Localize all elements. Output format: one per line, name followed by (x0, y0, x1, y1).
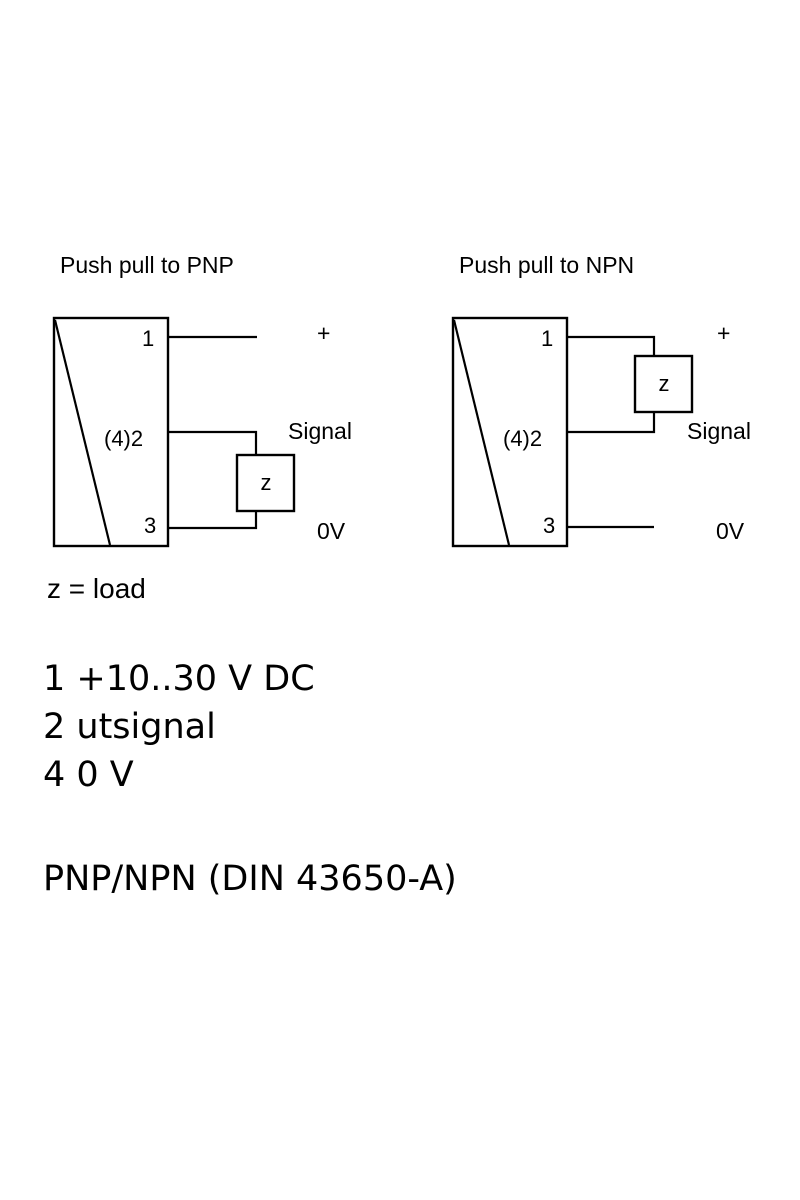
pnp-load-box (235, 453, 296, 513)
pnp-load-label: z (261, 470, 272, 495)
legend-item: 1 +10..30 V DC (43, 659, 315, 699)
npn-plus-label: + (717, 320, 730, 346)
wiring-diagram: Push pull to PNP 1 (4)2 3 z + Signal 0V … (47, 252, 751, 604)
npn-pin3-label: 3 (543, 513, 555, 538)
pnp-wire-signal (168, 430, 258, 455)
pnp-diagram: Push pull to PNP 1 (4)2 3 z + Signal 0V (52, 252, 352, 548)
npn-load-label: z (659, 371, 670, 396)
pnp-sensor-body (52, 316, 170, 548)
pnp-pin3-label: 3 (144, 513, 156, 538)
npn-diagram: Push pull to NPN 1 (4)2 3 z + Signal 0V (451, 252, 751, 548)
load-note: z = load (47, 573, 146, 604)
npn-load-box (633, 354, 694, 414)
npn-zero-label: 0V (716, 518, 745, 544)
pnp-plus-label: + (317, 320, 330, 346)
pnp-pin2-label: (4)2 (104, 426, 143, 451)
legend-item: 4 0 V (43, 755, 134, 795)
npn-title: Push pull to NPN (459, 252, 634, 278)
pnp-wire-zero (168, 511, 258, 530)
standard-label: PNP/NPN (DIN 43650-A) (43, 859, 457, 899)
pnp-signal-label: Signal (288, 418, 352, 444)
npn-pin1-label: 1 (541, 326, 553, 351)
npn-sensor-diagonal (452, 319, 511, 546)
pin-legend: 1 +10..30 V DC 2 utsignal 4 0 V (43, 655, 315, 799)
npn-wire-plus (567, 335, 656, 356)
pnp-zero-label: 0V (317, 518, 346, 544)
pnp-sensor-diagonal (53, 319, 112, 546)
legend-item: 2 utsignal (43, 707, 216, 747)
pnp-title: Push pull to PNP (60, 252, 234, 278)
npn-wire-signal (567, 412, 656, 434)
pnp-pin1-label: 1 (142, 326, 154, 351)
npn-pin2-label: (4)2 (503, 426, 542, 451)
npn-sensor-body (451, 316, 569, 548)
npn-signal-label: Signal (687, 418, 751, 444)
